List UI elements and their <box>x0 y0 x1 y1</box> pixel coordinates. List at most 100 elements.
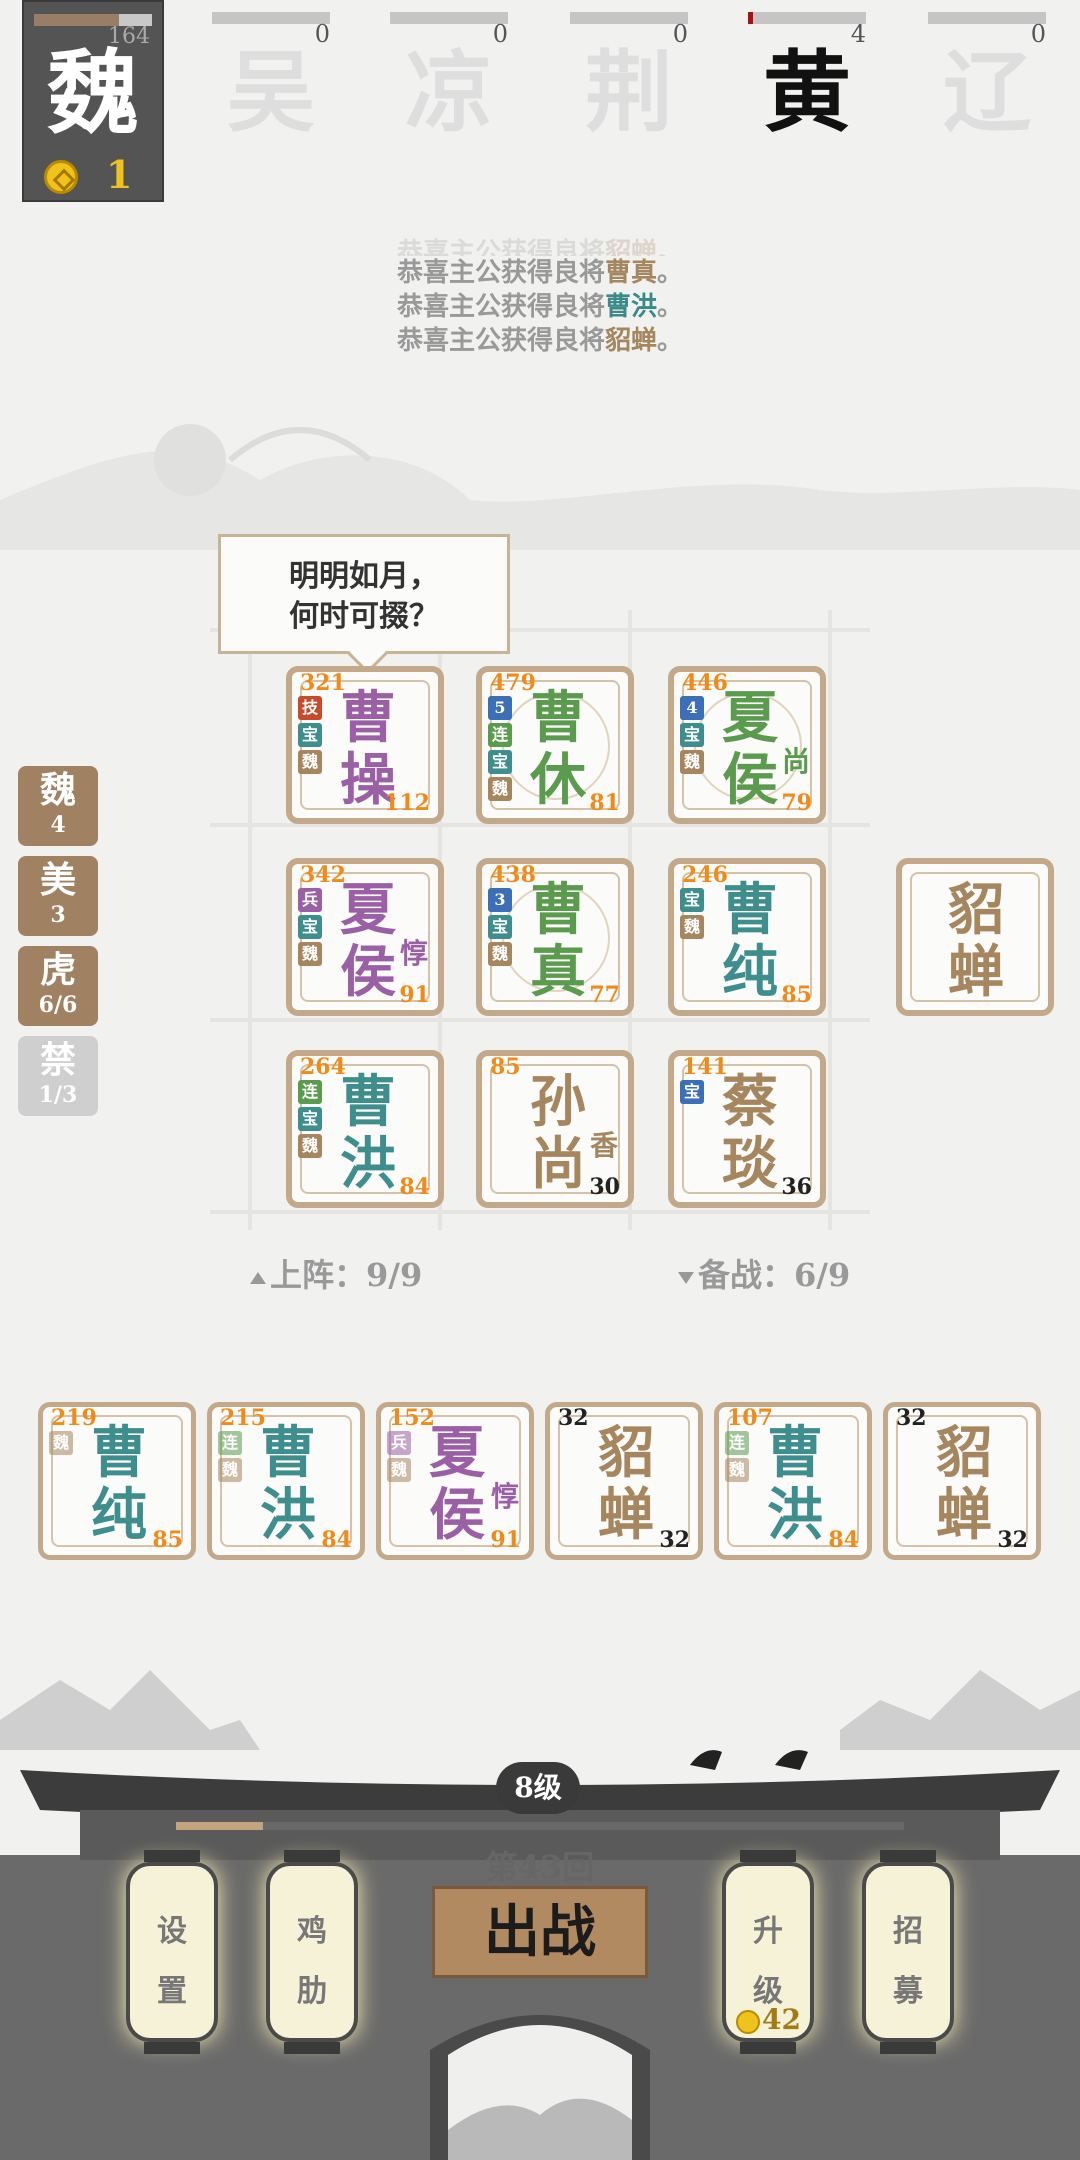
hero-attack: 79 <box>781 790 812 816</box>
hero-tag: 技 <box>298 696 322 720</box>
hero-tag: 魏 <box>680 750 704 774</box>
recruit-button[interactable]: 招募 <box>862 1850 954 2054</box>
hero-star-value: 219 <box>51 1405 97 1431</box>
hero-name: 侯 <box>429 1482 485 1548</box>
hero-tags: 宝 <box>680 1080 704 1107</box>
player-faction-panel: 164 魏 1 <box>22 0 164 202</box>
upgrade-button[interactable]: 升级 42 <box>722 1850 814 2054</box>
hero-attack: 91 <box>490 1527 521 1553</box>
hero-star-value: 438 <box>490 862 536 888</box>
hero-star-value: 32 <box>896 1405 927 1431</box>
counter-value: 1/3 <box>38 1082 78 1108</box>
counter-label: 虎 <box>39 949 76 991</box>
hero-name: 真 <box>530 939 586 1005</box>
hero-name: 侯 <box>722 747 778 813</box>
rival-hp-bar <box>570 12 688 24</box>
settings-button[interactable]: 设置 <box>126 1850 218 2054</box>
hero-tags: 连宝魏 <box>298 1080 322 1161</box>
hero-tag: 宝 <box>298 915 322 939</box>
rival-score: 0 <box>672 20 688 48</box>
hero-attack: 32 <box>997 1527 1028 1553</box>
hero-tag: 连 <box>725 1431 749 1455</box>
player-level-badge: 8级 <box>496 1762 580 1814</box>
battle-button[interactable]: 出战 <box>432 1886 648 1978</box>
hero-attack: 81 <box>589 790 620 816</box>
hero-name: 休 <box>530 747 586 813</box>
hero-name: 洪 <box>260 1482 316 1548</box>
coin-icon <box>44 160 78 194</box>
counter-label: 魏 <box>39 769 76 811</box>
hero-tag: 宝 <box>680 723 704 747</box>
counter-value: 3 <box>50 902 66 928</box>
hero-star-value: 85 <box>490 1054 521 1080</box>
hero-name: 貂 <box>598 1420 654 1486</box>
hero-tag: 连 <box>298 1080 322 1104</box>
hero-tags: 兵魏 <box>387 1431 411 1485</box>
upgrade-cost: 42 <box>736 2003 801 2036</box>
hero-name: 洪 <box>767 1482 823 1548</box>
log-line: 恭喜主公获得良将貂蝉。 <box>396 238 684 256</box>
speech-bubble: 明明如月， 何时可掇？ <box>218 534 510 654</box>
rival-score: 0 <box>314 20 330 48</box>
hero-attack: 32 <box>659 1527 690 1553</box>
discard-button[interactable]: 鸡肋 <box>266 1850 358 2054</box>
hero-name: 蝉 <box>936 1482 992 1548</box>
hero-attack: 84 <box>399 1174 430 1200</box>
hero-star-value: 264 <box>300 1054 346 1080</box>
hero-card-extra[interactable]: 貂 蝉 <box>896 858 1054 1016</box>
hero-tag: 连 <box>488 723 512 747</box>
hero-attack: 85 <box>781 982 812 1008</box>
log-line: 恭喜主公获得良将曹洪。 <box>396 292 684 322</box>
hero-tag: 5 <box>488 696 512 720</box>
hero-attack: 30 <box>589 1174 620 1200</box>
rival-name: 吴 <box>226 40 315 144</box>
player-hp-bar <box>34 14 152 26</box>
counter-label: 禁 <box>39 1039 76 1081</box>
hero-name: 蝉 <box>598 1482 654 1548</box>
hero-name: 纯 <box>91 1482 147 1548</box>
hero-tag: 兵 <box>298 888 322 912</box>
rival-score: 0 <box>492 20 508 48</box>
hero-name: 曹 <box>260 1420 316 1486</box>
hero-tags: 连魏 <box>218 1431 242 1485</box>
hero-name-suffix: 惇 <box>490 1480 519 1513</box>
hero-name: 操 <box>340 747 396 813</box>
hero-star-value: 141 <box>682 1054 728 1080</box>
hero-tag: 宝 <box>680 1080 704 1104</box>
rival-name: 辽 <box>942 40 1031 144</box>
hero-tags: 宝魏 <box>680 888 704 942</box>
hero-tag: 魏 <box>725 1458 749 1482</box>
counter-value: 4 <box>50 812 66 838</box>
ink-mountain-backdrop <box>0 424 1080 550</box>
hero-tag: 宝 <box>298 1107 322 1131</box>
event-log: 恭喜主公获得良将貂蝉。 恭喜主公获得良将曹真。 恭喜主公获得良将曹洪。 恭喜主公… <box>0 236 1080 358</box>
hero-attack: 85 <box>152 1527 183 1553</box>
hero-name: 曹 <box>530 877 586 943</box>
hero-name: 貂 <box>948 877 1004 943</box>
